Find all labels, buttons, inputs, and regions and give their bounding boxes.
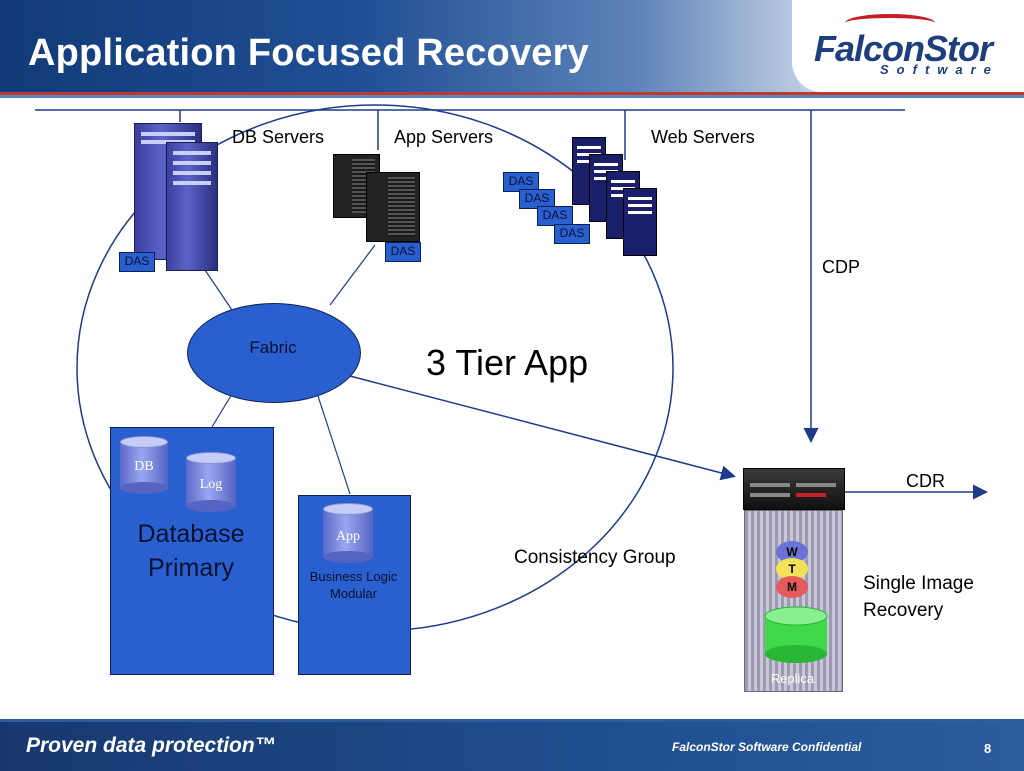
database-primary-line2: Primary — [147, 554, 235, 582]
replica-m-disk: M — [776, 576, 808, 598]
das-db: DAS — [119, 252, 155, 272]
das-app: DAS — [385, 242, 421, 262]
business-logic-line1: Business Logic — [309, 569, 398, 584]
web-servers-label: Web Servers — [651, 127, 755, 147]
replica-label: Replica — [770, 671, 815, 686]
web-server-rack-4 — [623, 188, 657, 256]
db-cylinder-label: DB — [134, 459, 154, 474]
single-image-line1: Single Image — [863, 573, 974, 594]
footer-confidential: FalconStor Software Confidential — [672, 740, 862, 754]
replica-w-disk: W — [776, 541, 808, 563]
das-web-4: DAS — [554, 224, 590, 244]
db-servers-label: DB Servers — [232, 127, 325, 147]
footer-tagline: Proven data protection™ — [26, 734, 276, 757]
header-divider-blue — [0, 95, 1024, 98]
cdp-label: CDP — [822, 257, 861, 277]
fabric-to-replica-arrow — [349, 375, 736, 481]
das-web-1: DAS — [503, 172, 539, 192]
app-cylinder: App — [323, 503, 373, 563]
fabric-to-db-link — [204, 269, 233, 311]
fabric-node — [187, 303, 361, 403]
business-logic-line2: Modular — [330, 586, 377, 601]
log-cylinder: Log — [186, 452, 236, 512]
das-web-3: DAS — [537, 206, 573, 226]
log-cylinder-label: Log — [199, 477, 223, 492]
fabric-label: Fabric — [249, 338, 297, 357]
db-server-tower-front — [166, 142, 218, 271]
app-server-front — [366, 172, 420, 242]
page-number: 8 — [984, 741, 992, 756]
db-cylinder: DB — [120, 436, 168, 494]
replica-t-disk: T — [776, 558, 808, 580]
falconstor-logo-subtext: Software — [880, 62, 999, 77]
replica-green-disk-icon — [764, 606, 828, 663]
app-cylinder-label: App — [335, 529, 361, 544]
fabric-to-dbprimary-link — [211, 393, 233, 428]
replica-storage-panel — [744, 510, 843, 692]
falconstor-logo: FalconStor — [814, 28, 993, 69]
header-divider-red — [0, 92, 1024, 95]
fabric-to-app-link — [329, 244, 376, 306]
app-servers-label: App Servers — [394, 127, 494, 147]
footer-bar — [0, 719, 1024, 771]
consistency-group-label: Consistency Group — [514, 547, 676, 568]
cdr-label: CDR — [906, 471, 945, 491]
replica-appliance — [743, 468, 845, 510]
logo-swoosh-icon — [845, 14, 935, 32]
single-image-line2: Recovery — [863, 600, 944, 621]
three-tier-app-label: 3 Tier App — [426, 342, 589, 383]
slide-title: Application Focused Recovery — [28, 32, 589, 74]
fabric-to-business-link — [317, 395, 351, 495]
database-primary-line1: Database — [137, 520, 245, 548]
